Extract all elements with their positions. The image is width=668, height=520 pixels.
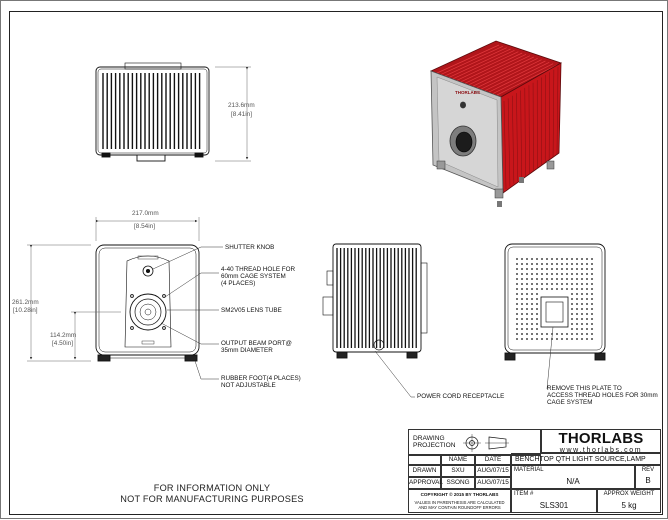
rev-label: REV: [636, 467, 660, 474]
title-block: DRAWING PROJECTION NAME DATE DRAWN SXU A…: [408, 429, 661, 513]
front-view: [96, 245, 199, 361]
date-header: DATE: [475, 455, 511, 465]
side-view: [323, 244, 427, 397]
product-isometric: [431, 41, 561, 207]
axis-height-mm: 114.2mm: [50, 332, 76, 339]
brand-name: THORLABS: [541, 431, 661, 447]
thorlabs-logo: THORLABS www.thorlabs.com: [541, 431, 661, 455]
drawing-title: BENCHTOP QTH LIGHT SOURCE,LAMP: [515, 456, 646, 463]
callout-lens-tube: SM2V05 LENS TUBE: [221, 307, 282, 314]
approval-date: AUG/07/15: [475, 477, 511, 489]
top-view: [96, 63, 209, 161]
product-label-logo: THORLABS: [455, 90, 480, 95]
values-note: VALUES IN PARENTHESIS ARE CALCULATED AND…: [410, 500, 509, 510]
disclaimer: FOR INFORMATION ONLY NOT FOR MANUFACTURI…: [87, 483, 337, 505]
drawing-projection-label: DRAWING PROJECTION: [413, 435, 456, 449]
top-height-in: [8.41in]: [231, 111, 252, 118]
front-width-in: [8.54in]: [134, 223, 155, 230]
material-value: N/A: [513, 477, 633, 486]
rev-value: B: [636, 476, 660, 485]
weight-label: APPROX WEIGHT: [598, 491, 660, 498]
callout-shutter-knob: SHUTTER KNOB: [225, 244, 274, 251]
front-height-in: [10.28in]: [13, 307, 38, 314]
front-height-mm: 261.2mm: [12, 299, 39, 306]
front-width-mm: 217.0mm: [132, 210, 159, 217]
drawn-date: AUG/07/15: [475, 465, 511, 477]
name-header: NAME: [441, 455, 475, 465]
callout-output-port: OUTPUT BEAM PORT@ 35mm DIAMETER: [221, 340, 292, 354]
material-label: MATERIAL: [514, 467, 544, 474]
weight-value: 5 kg: [598, 501, 660, 510]
back-view: [505, 244, 605, 389]
item-label: ITEM #: [514, 491, 533, 498]
drawn-name: SXU: [441, 465, 475, 477]
axis-height-in: [4.50in]: [52, 340, 73, 347]
disclaimer-line2: NOT FOR MANUFACTURING PURPOSES: [87, 494, 337, 505]
disclaimer-line1: FOR INFORMATION ONLY: [87, 483, 337, 494]
item-value: SLS301: [513, 501, 595, 510]
callout-rubber-foot: RUBBER FOOT(4 PLACES) NOT ADJUSTABLE: [221, 375, 301, 389]
top-height-mm: 213.6mm: [228, 102, 255, 109]
callout-remove-plate: REMOVE THIS PLATE TO ACCESS THREAD HOLES…: [547, 385, 658, 406]
approval-name: SSONG: [441, 477, 475, 489]
callout-thread-holes: 4-40 THREAD HOLE FOR 60mm CAGE SYSTEM (4…: [221, 266, 295, 287]
approval-label: APPROVAL: [408, 477, 441, 489]
copyright-text: COPYRIGHT © 2015 BY THORLABS: [410, 491, 509, 498]
drawn-label: DRAWN: [408, 465, 441, 477]
callout-power-cord: POWER CORD RECEPTACLE: [417, 393, 504, 400]
